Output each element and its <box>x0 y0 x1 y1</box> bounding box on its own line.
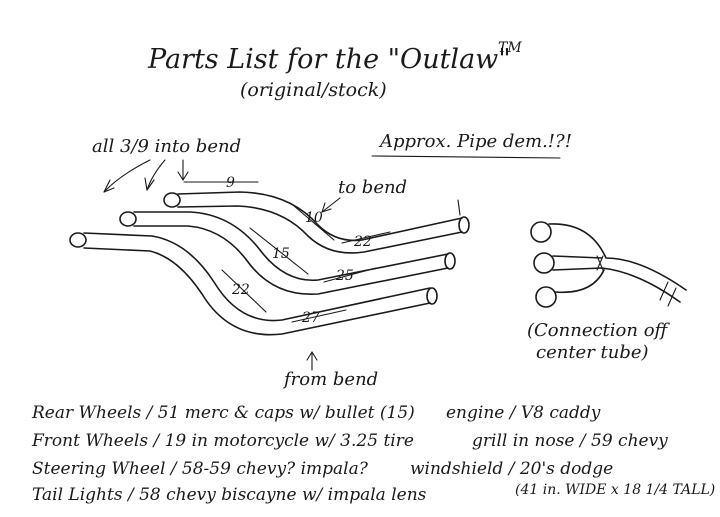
part-grill: grill in nose / 59 chevy <box>472 431 668 451</box>
dim-bottom-end: 27 <box>301 310 320 326</box>
from-bend-note: from bend <box>282 369 378 390</box>
approx-note: Approx. Pipe dem.!?! <box>378 131 572 152</box>
connection-diagram <box>530 221 687 308</box>
middle-pipe <box>119 211 456 296</box>
dim-top-straight: 9 <box>226 175 235 191</box>
dim-bottom-segment: 22 <box>231 282 250 298</box>
arrow-head-1 <box>103 179 115 193</box>
to-bend-arrowhead <box>321 202 332 213</box>
trademark: TM <box>498 40 522 56</box>
dim-middle-end: 25 <box>335 268 354 284</box>
page-subtitle: (original/stock) <box>240 79 387 101</box>
connection-note-line-2: center tube) <box>536 342 649 363</box>
dim-line-top-end <box>341 231 391 244</box>
dim-line-bottom-end <box>291 309 347 323</box>
part-engine: engine / V8 caddy <box>446 403 601 423</box>
parts-list: Rear Wheels / 51 merc & caps w/ bullet (… <box>31 403 715 505</box>
dim-line-top-segment <box>293 205 335 241</box>
part-rear-wheels: Rear Wheels / 51 merc & caps w/ bullet (… <box>31 403 415 423</box>
arrow-head-2 <box>144 177 155 191</box>
bend-note: all 3/9 into bend <box>92 136 241 157</box>
part-windshield: windshield / 20's dodge <box>410 459 613 479</box>
top-pipe <box>163 191 470 254</box>
arrow-head-3 <box>177 171 189 181</box>
part-steering-wheel: Steering Wheel / 58-59 chevy? impala? <box>32 459 369 479</box>
to-bend-note: to bend <box>338 177 407 198</box>
windshield-size: (41 in. WIDE x 18 1/4 TALL) <box>515 482 715 498</box>
part-tail-lights: Tail Lights / 58 chevy biscayne w/ impal… <box>32 485 427 505</box>
dim-top-segment: 10 <box>305 210 323 226</box>
bottom-pipe <box>69 232 438 336</box>
dim-top-end: 22 <box>353 234 372 250</box>
arrow-line-2 <box>146 159 166 191</box>
page-title: Parts List for the "Outlaw" <box>147 44 511 75</box>
dim-line-middle-end <box>323 267 377 283</box>
approx-underline <box>371 155 561 159</box>
to-bend-arrow <box>321 197 341 213</box>
connection-note-line-1: (Connection off <box>527 320 671 341</box>
from-bend-arrowhead <box>306 351 318 361</box>
arrow-line-1 <box>103 159 151 193</box>
part-front-wheels: Front Wheels / 19 in motorcycle w/ 3.25 … <box>31 431 414 451</box>
dim-line-bottom-segment <box>221 269 267 313</box>
dim-middle-segment: 15 <box>272 246 290 262</box>
dim-line-middle-segment <box>249 227 309 275</box>
